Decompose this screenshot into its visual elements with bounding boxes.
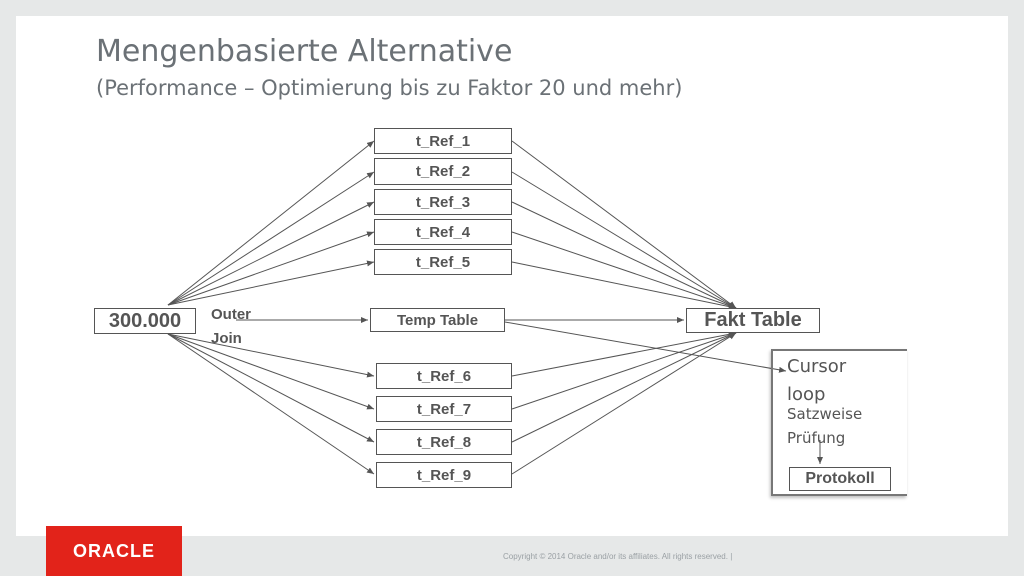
arrow-source-ref2: [167, 171, 375, 306]
join-label-outer: Outer: [211, 306, 252, 323]
ref-table-1: t_Ref_1: [374, 128, 512, 154]
loop-label: loop: [787, 384, 826, 405]
pruefung-label: Prüfung: [787, 429, 846, 447]
oracle-logo: ORACLE: [46, 526, 182, 576]
arrow-source-ref4: [167, 231, 375, 306]
arrow-source-ref8: [167, 333, 375, 443]
source-box: 300.000: [94, 308, 196, 334]
ref-table-2: t_Ref_2: [374, 158, 512, 185]
ref-table-4: t_Ref_4: [374, 219, 512, 245]
arrow-source-ref3: [167, 201, 375, 306]
arrow-ref2-fakt: [511, 171, 737, 309]
ref-table-3: t_Ref_3: [374, 189, 512, 215]
arrow-ref1-fakt: [511, 140, 737, 309]
join-label-join: Join: [211, 330, 242, 347]
temp-table-box: Temp Table: [370, 308, 505, 332]
arrow-ref7-fakt: [511, 332, 737, 410]
ref-table-8: t_Ref_8: [376, 429, 512, 455]
arrow-source-ref9: [167, 333, 375, 475]
fakt-table-box: Fakt Table: [686, 308, 820, 333]
arrow-ref6-fakt: [511, 331, 737, 377]
satzweise-label: Satzweise: [787, 405, 863, 423]
arrow-source-ref7: [167, 333, 375, 410]
cursor-loop-frame: [771, 349, 907, 496]
arrow-ref4-fakt: [511, 231, 737, 309]
arrow-ref8-fakt: [511, 332, 737, 443]
protokoll-box: Protokoll: [789, 467, 891, 491]
ref-table-7: t_Ref_7: [376, 396, 512, 422]
arrow-ref3-fakt: [511, 201, 737, 309]
ref-table-9: t_Ref_9: [376, 462, 512, 488]
copyright-text: Copyright © 2014 Oracle and/or its affil…: [503, 552, 733, 561]
ref-table-5: t_Ref_5: [374, 249, 512, 275]
arrow-ref9-fakt: [511, 332, 737, 475]
ref-table-6: t_Ref_6: [376, 363, 512, 389]
arrow-source-ref5: [167, 260, 375, 306]
arrow-source-ref1: [167, 140, 375, 306]
arrow-temp-cursor: [504, 321, 787, 373]
cursor-label: Cursor: [787, 356, 847, 377]
page-title: Mengenbasierte Alternative: [96, 34, 513, 69]
arrow-source-ref6: [167, 333, 375, 378]
page-subtitle: (Performance – Optimierung bis zu Faktor…: [96, 76, 683, 100]
slide-canvas: [16, 16, 1008, 536]
arrow-ref5-fakt: [511, 261, 737, 310]
